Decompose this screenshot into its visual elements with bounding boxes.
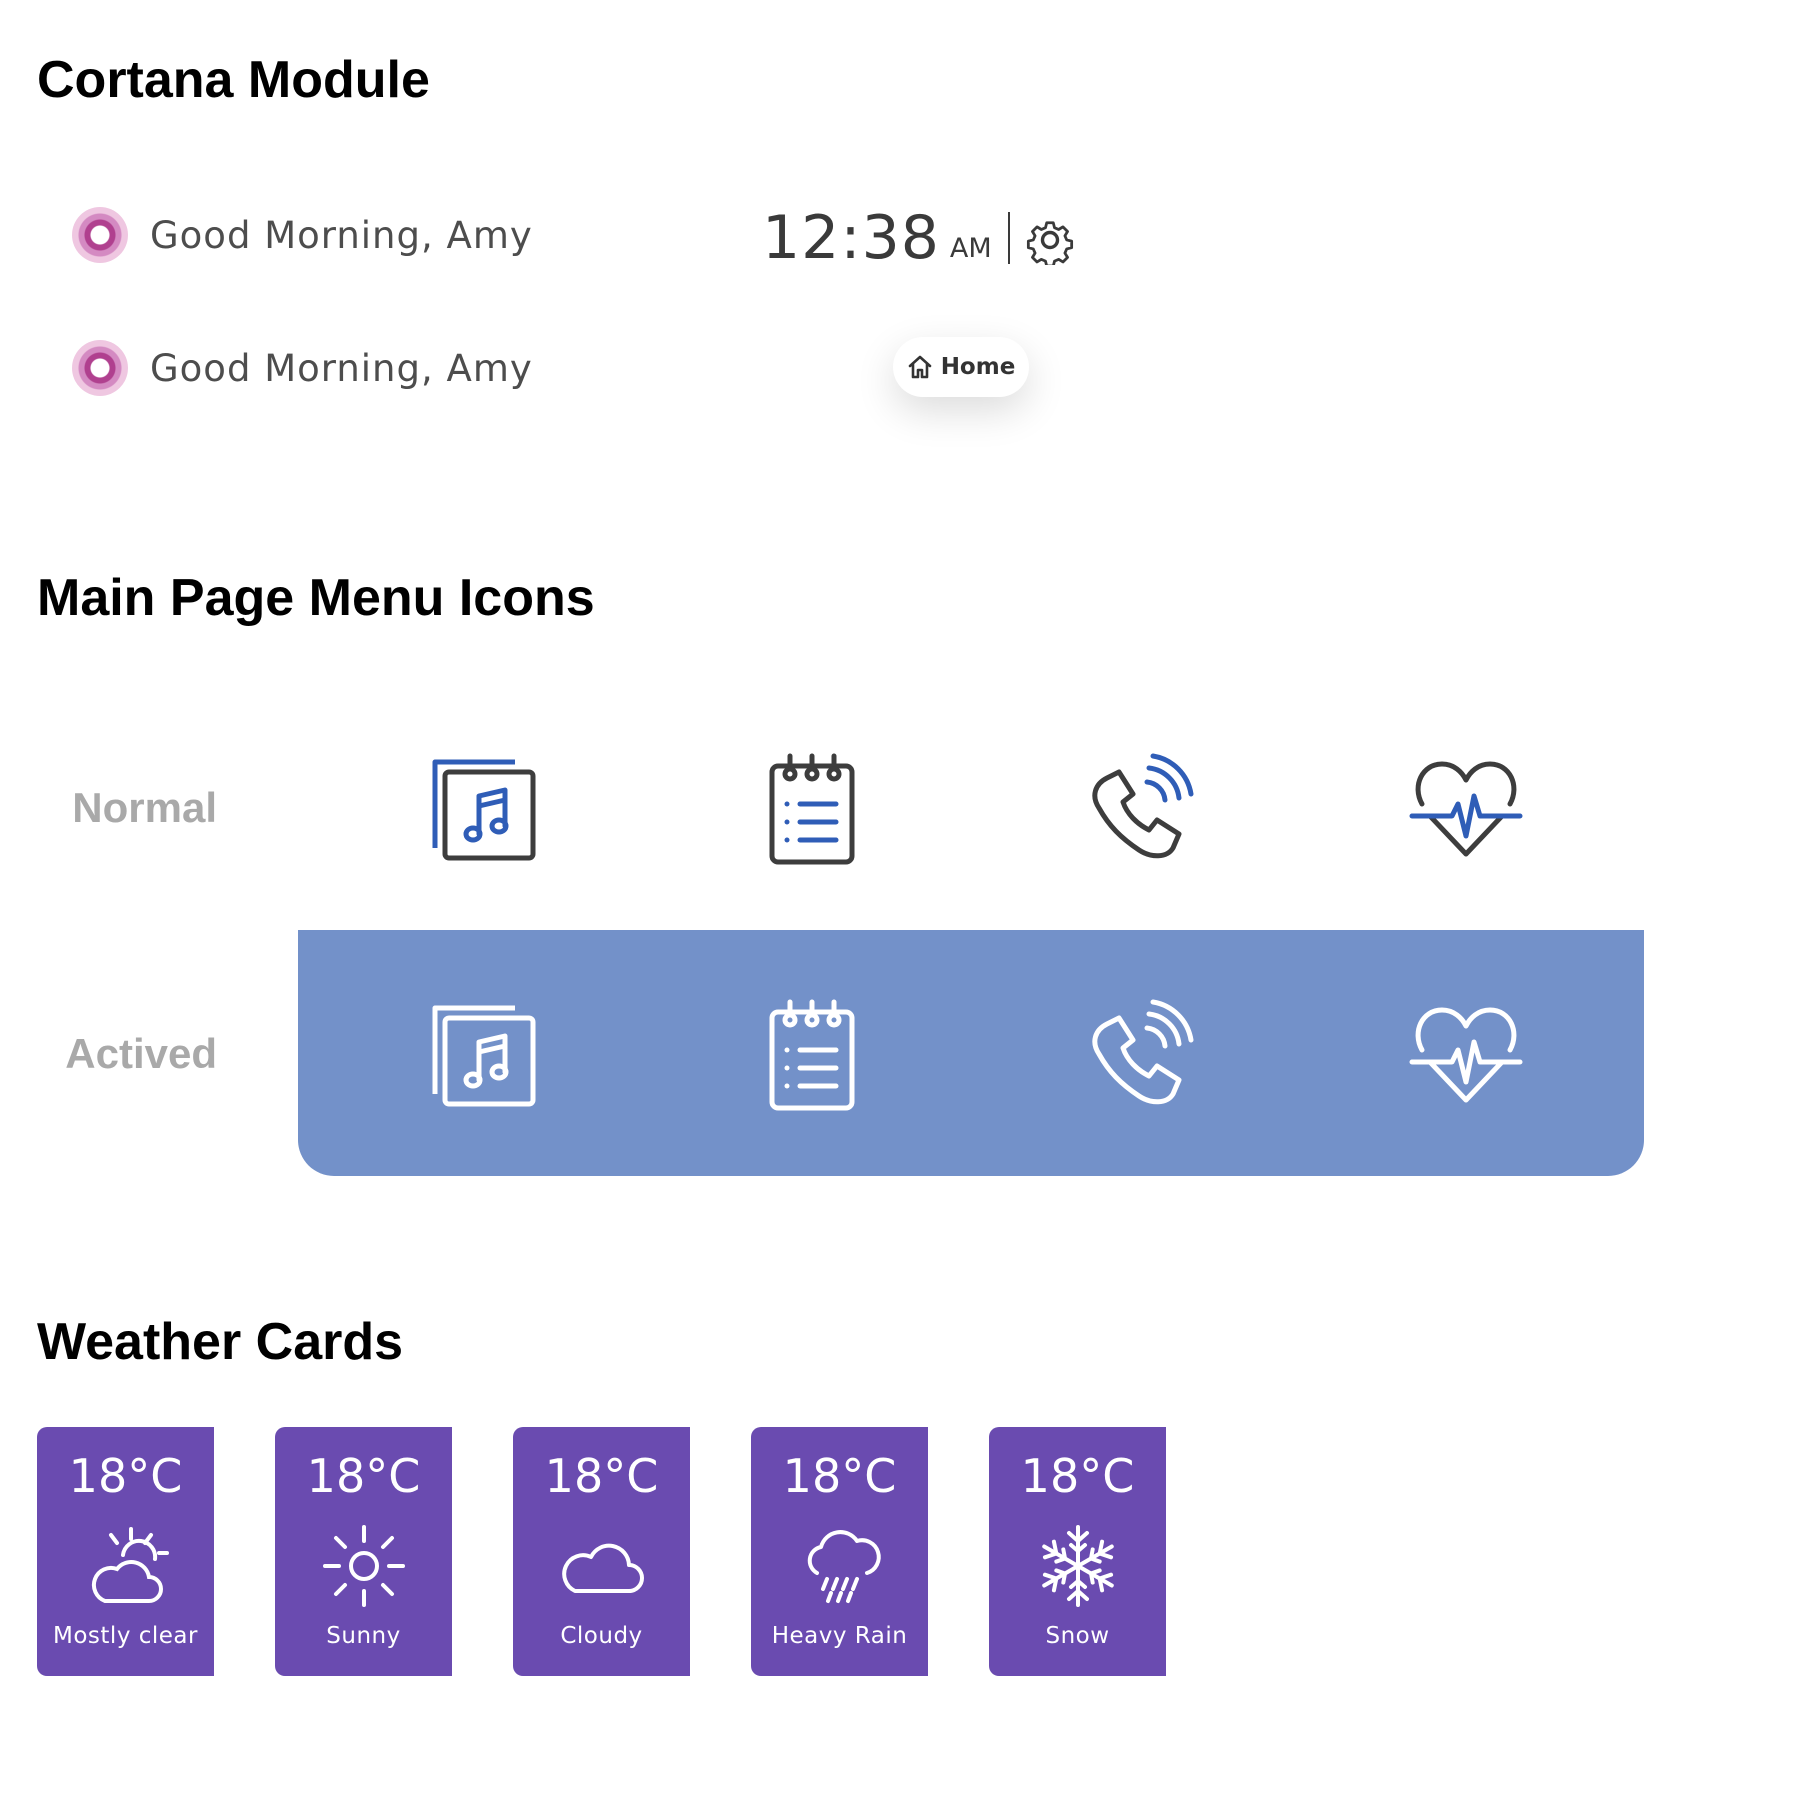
cloud-icon: [562, 1543, 644, 1593]
greeting-text: Good Morning, Amy: [150, 213, 533, 257]
menu-health-normal[interactable]: [1406, 750, 1526, 870]
phone-call-icon: [1092, 753, 1194, 859]
active-menu-band: [298, 930, 1644, 1176]
section-title-menu-icons: Main Page Menu Icons: [37, 569, 595, 627]
weather-temp: 18°C: [782, 1449, 897, 1503]
weather-condition: Sunny: [326, 1623, 401, 1649]
snowflake-icon: [1042, 1525, 1114, 1607]
sun-icon: [323, 1525, 405, 1607]
menu-music-active[interactable]: [425, 996, 545, 1116]
rain-cloud-icon: [807, 1530, 881, 1603]
weather-card-mostly-clear[interactable]: 18°C Mostly clear: [37, 1427, 214, 1676]
weather-condition: Heavy Rain: [771, 1623, 908, 1649]
menu-health-active[interactable]: [1406, 996, 1526, 1116]
cortana-greeting-row[interactable]: Good Morning, Amy: [72, 207, 533, 263]
notepad-list-icon: [769, 999, 855, 1111]
greeting-text: Good Morning, Amy: [150, 346, 533, 390]
normal-state-label: Normal: [72, 784, 217, 831]
cortana-greeting-row-home[interactable]: Good Morning, Amy: [72, 340, 533, 396]
settings-button[interactable]: [1024, 214, 1076, 266]
weather-temp: 18°C: [1020, 1449, 1135, 1503]
weather-card-cloudy[interactable]: 18°C Cloudy: [513, 1427, 690, 1676]
weather-card-sunny[interactable]: 18°C Sunny: [275, 1427, 452, 1676]
menu-music-normal[interactable]: [425, 750, 545, 870]
weather-condition: Snow: [1045, 1623, 1110, 1649]
heart-rate-icon: [1409, 761, 1523, 857]
clock: 12:38 AM: [762, 198, 1076, 270]
home-icon: [908, 355, 931, 379]
weather-card-snow[interactable]: 18°C Snow: [989, 1427, 1166, 1676]
menu-notepad-normal[interactable]: [752, 750, 872, 870]
clock-ampm: AM: [949, 233, 992, 264]
notepad-list-icon: [769, 753, 855, 865]
cortana-orb-icon: [72, 207, 128, 263]
clock-time: 12:38: [762, 203, 940, 273]
home-button[interactable]: Home: [893, 337, 1029, 397]
section-title-cortana: Cortana Module: [37, 51, 430, 109]
music-library-icon: [432, 1005, 536, 1107]
active-state-label: Actived: [65, 1030, 217, 1077]
weather-temp: 18°C: [306, 1449, 421, 1503]
menu-phone-active[interactable]: [1079, 996, 1199, 1116]
menu-notepad-active[interactable]: [752, 996, 872, 1116]
section-title-weather: Weather Cards: [37, 1313, 404, 1371]
phone-call-icon: [1092, 999, 1194, 1105]
weather-card-heavy-rain[interactable]: 18°C Heavy Rain: [751, 1427, 928, 1676]
gear-icon: [1026, 221, 1073, 265]
home-label: Home: [940, 354, 1016, 380]
music-library-icon: [432, 759, 536, 861]
weather-temp: 18°C: [68, 1449, 183, 1503]
weather-condition: Mostly clear: [53, 1623, 198, 1649]
clock-divider: [1007, 212, 1010, 264]
weather-condition: Cloudy: [560, 1623, 643, 1649]
menu-phone-normal[interactable]: [1079, 750, 1199, 870]
heart-rate-icon: [1409, 1007, 1523, 1103]
weather-temp: 18°C: [544, 1449, 659, 1503]
partly-cloudy-icon: [91, 1527, 169, 1603]
cortana-orb-icon: [72, 340, 128, 396]
